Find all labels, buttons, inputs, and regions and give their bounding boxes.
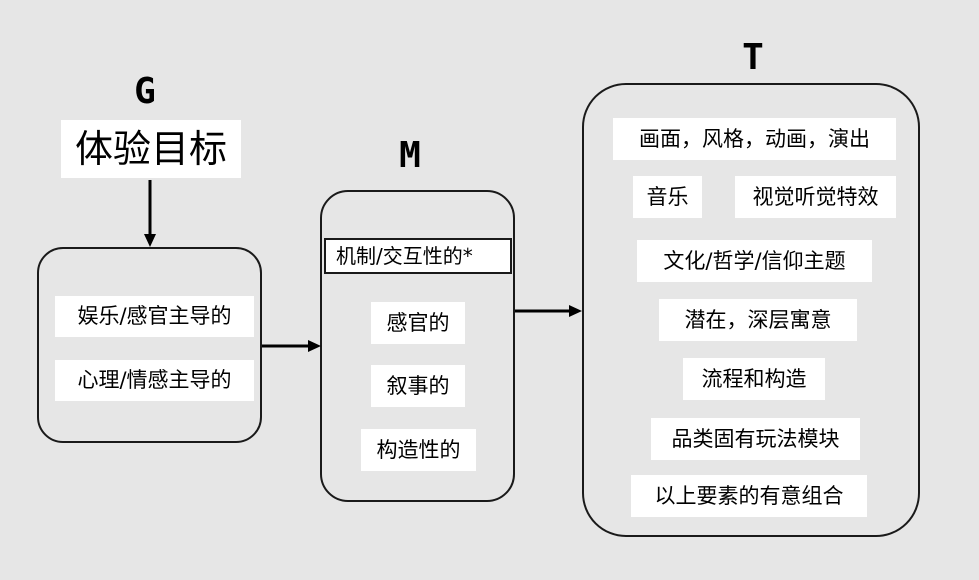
g-box <box>37 247 262 443</box>
g-item: 娱乐/感官主导的 <box>55 296 254 337</box>
g-item: 心理/情感主导的 <box>55 360 254 401</box>
t-item: 潜在，深层寓意 <box>659 299 857 341</box>
t-item: 流程和构造 <box>683 358 825 400</box>
arrow-m-to-t <box>515 305 582 317</box>
heading-t: T <box>742 37 764 78</box>
m-item: 叙事的 <box>371 365 465 407</box>
t-item: 画面，风格，动画，演出 <box>613 118 896 160</box>
heading-m: M <box>399 135 421 176</box>
arrow-g-to-m <box>262 340 321 352</box>
goal-label: 体验目标 <box>61 120 241 178</box>
m-item-mechanics: 机制/交互性的* <box>324 238 512 274</box>
t-item: 品类固有玩法模块 <box>651 418 860 460</box>
m-item: 构造性的 <box>361 429 476 471</box>
arrow-goal-to-g <box>144 180 156 247</box>
t-item: 音乐 <box>633 176 702 218</box>
t-item: 视觉听觉特效 <box>735 176 896 218</box>
heading-g: G <box>134 71 156 112</box>
t-item: 以上要素的有意组合 <box>631 475 867 517</box>
m-item: 感官的 <box>371 302 465 344</box>
t-item: 文化/哲学/信仰主题 <box>637 240 872 282</box>
